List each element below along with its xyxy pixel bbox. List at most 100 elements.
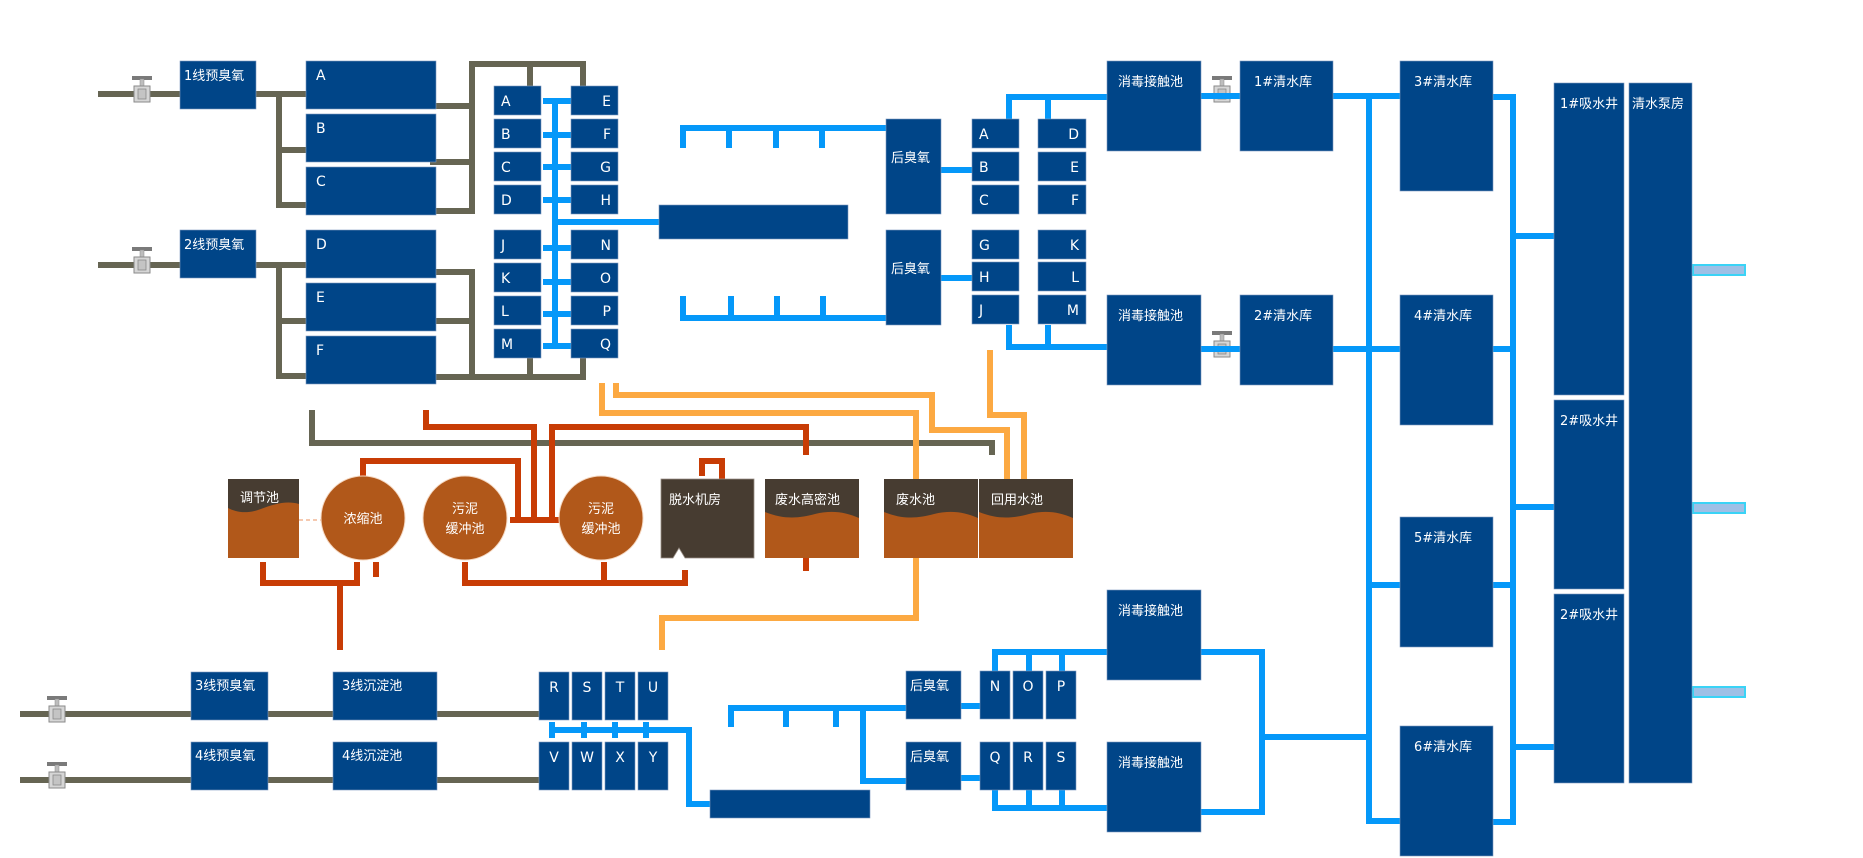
filter-cell[interactable]: B bbox=[971, 151, 1020, 182]
suction-well-1[interactable]: 1#吸水井 bbox=[1553, 82, 1625, 396]
filter-cell[interactable]: D bbox=[493, 184, 542, 215]
filter-label: S bbox=[1057, 750, 1066, 766]
sedimentation-line-4[interactable]: 4线沉淀池 bbox=[332, 741, 438, 791]
filter-label: J bbox=[978, 303, 983, 319]
filter-cell[interactable]: M bbox=[493, 328, 542, 359]
clear-water-tank-4[interactable]: 4#清水库 bbox=[1399, 294, 1494, 426]
clear-water-pump-house[interactable]: 清水泵房 bbox=[1628, 82, 1693, 784]
filter-cell[interactable]: T bbox=[604, 671, 636, 721]
valve-icon[interactable] bbox=[1211, 330, 1233, 358]
filter-label: U bbox=[648, 680, 658, 696]
filter-cell[interactable]: Y bbox=[637, 741, 669, 791]
filter-cell[interactable]: R bbox=[1012, 741, 1044, 791]
filter-cell[interactable]: P bbox=[1045, 670, 1077, 720]
valve-icon[interactable] bbox=[46, 761, 68, 789]
sedimentation-tank[interactable]: B bbox=[305, 113, 437, 163]
tank-label: F bbox=[316, 343, 324, 359]
outlet-pipes bbox=[1692, 264, 1746, 698]
filter-cell[interactable]: F bbox=[570, 118, 619, 149]
filter-cell[interactable]: H bbox=[570, 184, 619, 215]
filter-cell[interactable]: Q bbox=[979, 741, 1011, 791]
filter-cell[interactable]: E bbox=[1037, 151, 1087, 182]
suction-well-2[interactable]: 2#吸水井 bbox=[1553, 399, 1625, 590]
filter-label: A bbox=[501, 94, 511, 110]
filter-cell[interactable]: R bbox=[538, 671, 570, 721]
filter-cell[interactable]: K bbox=[493, 262, 542, 293]
filter-cell[interactable]: O bbox=[1012, 670, 1044, 720]
suction-well-3[interactable]: 2#吸水井 bbox=[1553, 593, 1625, 784]
filter-cell[interactable]: G bbox=[971, 229, 1020, 260]
regulating-tank[interactable]: 调节池 bbox=[228, 479, 299, 558]
filter-cell[interactable]: C bbox=[493, 151, 542, 182]
sedimentation-line-3[interactable]: 3线沉淀池 bbox=[332, 671, 438, 721]
disinfection-label: 消毒接触池 bbox=[1118, 74, 1183, 90]
post-ozone-unit[interactable]: 后臭氧 bbox=[885, 229, 942, 326]
clear-water-tank-6[interactable]: 6#清水库 bbox=[1399, 725, 1494, 857]
filter-cell[interactable]: Q bbox=[570, 328, 619, 359]
sedimentation-tank[interactable]: F bbox=[305, 335, 437, 385]
filter-cell[interactable]: U bbox=[637, 671, 669, 721]
filter-cell[interactable]: J bbox=[971, 294, 1020, 325]
filter-cell[interactable]: S bbox=[571, 671, 603, 721]
waste-water-tank[interactable]: 废水池 bbox=[884, 479, 978, 558]
clear-water-tank-3[interactable]: 3#清水库 bbox=[1399, 60, 1494, 192]
water-channel[interactable] bbox=[658, 204, 849, 240]
filter-cell[interactable]: A bbox=[971, 118, 1020, 149]
disinfection-contact-tank[interactable]: 消毒接触池 bbox=[1106, 294, 1202, 386]
filter-cell[interactable]: A bbox=[493, 85, 542, 116]
sedimentation-tank[interactable]: D bbox=[305, 229, 437, 279]
disinfection-label: 消毒接触池 bbox=[1118, 308, 1183, 324]
filter-cell[interactable]: G bbox=[570, 151, 619, 182]
filter-cell[interactable]: S bbox=[1045, 741, 1077, 791]
dewatering-room[interactable]: 脱水机房 bbox=[660, 478, 755, 559]
disinfection-contact-tank[interactable]: 消毒接触池 bbox=[1106, 741, 1202, 833]
disinfection-contact-tank[interactable]: 消毒接触池 bbox=[1106, 589, 1202, 681]
filter-cell[interactable]: X bbox=[604, 741, 636, 791]
post-ozone-unit[interactable]: 后臭氧 bbox=[905, 670, 962, 720]
filter-cell[interactable]: H bbox=[971, 261, 1020, 292]
filter-cell[interactable]: C bbox=[971, 184, 1020, 215]
filter-cell[interactable]: W bbox=[571, 741, 603, 791]
thickener[interactable]: 浓缩池 bbox=[320, 475, 406, 561]
post-ozone-unit[interactable]: 后臭氧 bbox=[885, 118, 942, 215]
pre-ozone-line-3[interactable]: 3线预臭氧 bbox=[190, 671, 269, 721]
post-ozone-unit[interactable]: 后臭氧 bbox=[905, 741, 962, 791]
sedimentation-tank[interactable]: A bbox=[305, 60, 437, 110]
high-density-waste-tank[interactable]: 废水高密池 bbox=[765, 479, 859, 558]
clear-water-tank-2[interactable]: 2#清水库 bbox=[1239, 294, 1334, 386]
filter-cell[interactable]: N bbox=[979, 670, 1011, 720]
filter-cell[interactable]: E bbox=[570, 85, 619, 116]
filter-cell[interactable]: D bbox=[1037, 118, 1087, 149]
water-channel[interactable] bbox=[709, 789, 871, 819]
valve-icon[interactable] bbox=[131, 246, 153, 274]
filter-cell[interactable]: M bbox=[1037, 294, 1087, 325]
filter-cell[interactable]: K bbox=[1037, 229, 1087, 260]
filter-cell[interactable]: O bbox=[570, 262, 619, 293]
sludge-buffer-tank-2[interactable]: 污泥 缓冲池 bbox=[558, 475, 644, 561]
pre-ozone-line-1[interactable]: 1线预臭氧 bbox=[179, 60, 257, 110]
pre-ozone-line-4[interactable]: 4线预臭氧 bbox=[190, 741, 269, 791]
clear-water-tank-1[interactable]: 1#清水库 bbox=[1239, 60, 1334, 152]
filter-cell[interactable]: J bbox=[493, 229, 542, 260]
clear-water-tank-5[interactable]: 5#清水库 bbox=[1399, 516, 1494, 648]
disinfection-contact-tank[interactable]: 消毒接触池 bbox=[1106, 60, 1202, 152]
filter-cell[interactable]: P bbox=[570, 295, 619, 326]
pre-ozone-line-2[interactable]: 2线预臭氧 bbox=[179, 229, 257, 279]
filter-cell[interactable]: V bbox=[538, 741, 570, 791]
filter-cell[interactable]: N bbox=[570, 229, 619, 260]
filter-cell[interactable]: F bbox=[1037, 184, 1087, 215]
filter-label: F bbox=[603, 127, 611, 143]
filter-cell[interactable]: L bbox=[1037, 261, 1087, 292]
filter-cell[interactable]: L bbox=[493, 295, 542, 326]
valve-icon[interactable] bbox=[46, 695, 68, 723]
filter-cell[interactable]: B bbox=[493, 118, 542, 149]
sedimentation-tank[interactable]: C bbox=[305, 166, 437, 216]
filter-label: D bbox=[1068, 127, 1079, 143]
filter-label: B bbox=[979, 160, 989, 176]
reuse-water-tank[interactable]: 回用水池 bbox=[979, 479, 1073, 558]
sludge-buffer-tank-1[interactable]: 污泥 缓冲池 bbox=[422, 475, 508, 561]
tank-label: 浓缩池 bbox=[343, 511, 382, 527]
valve-icon[interactable] bbox=[131, 75, 153, 103]
sedimentation-tank[interactable]: E bbox=[305, 282, 437, 332]
